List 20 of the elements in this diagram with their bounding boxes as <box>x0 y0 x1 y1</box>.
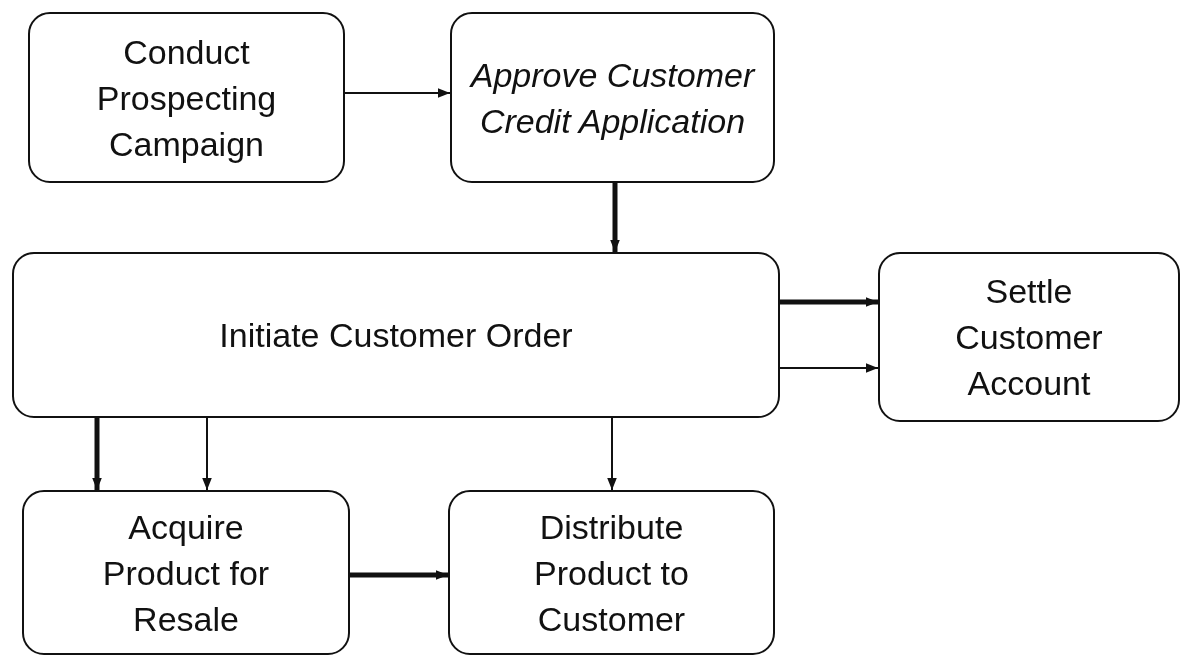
process-box <box>450 12 775 183</box>
arrow <box>344 88 451 98</box>
box-label: Acquire Product for Resale <box>101 506 271 640</box>
box-label: Approve Customer Credit Application <box>468 54 757 142</box>
arrow <box>607 417 617 491</box>
box-label: Conduct Prospecting Campaign <box>95 31 278 165</box>
arrow <box>202 417 212 491</box>
process-box <box>448 490 775 655</box>
arrow <box>779 363 879 373</box>
process-box <box>12 252 780 418</box>
process-box <box>28 12 345 183</box>
arrow <box>92 418 102 490</box>
arrow <box>610 183 620 252</box>
process-box <box>22 490 350 655</box>
arrow <box>780 297 878 307</box>
box-label: Settle Customer Account <box>954 271 1104 404</box>
arrow <box>350 570 448 580</box>
box-label: Initiate Customer Order <box>218 315 574 356</box>
box-label: Distribute Product to Customer <box>533 506 690 640</box>
process-box <box>878 252 1180 422</box>
